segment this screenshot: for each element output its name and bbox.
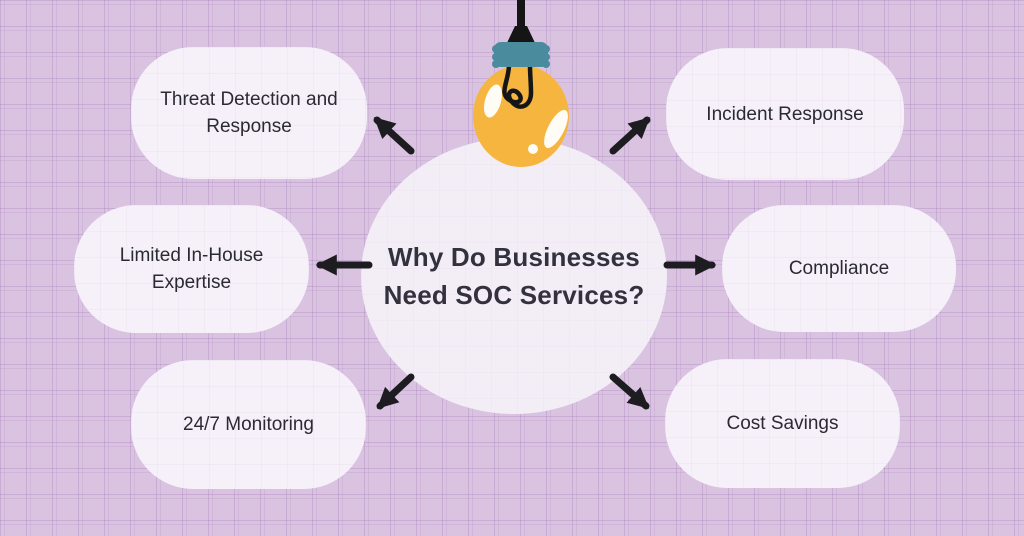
node-incident-response: Incident Response	[666, 48, 904, 180]
bulb-filament	[502, 63, 534, 109]
bulb-cord	[517, 0, 525, 38]
bulb-cord-flare	[506, 26, 536, 45]
bulb-highlight-left	[483, 84, 503, 118]
node-label: Compliance	[788, 258, 890, 279]
center-title-line1: Why Do Businesses	[388, 242, 640, 272]
arrow-to-threat-detection	[373, 116, 415, 155]
node-limited-expertise: Limited In-House Expertise	[74, 205, 309, 333]
node-label: Incident Response	[706, 103, 864, 125]
center-topic-circle: Why Do Businesses Need SOC Services?	[361, 138, 667, 414]
arrow-to-incident-response	[609, 116, 651, 155]
center-title-line2: Need SOC Services?	[383, 280, 645, 310]
arrow-to-monitoring	[376, 373, 415, 410]
node-threat-detection: Threat Detection and Response	[131, 47, 367, 179]
bulb-cap	[492, 42, 550, 68]
node-label: Limited In-House Expertise	[119, 245, 264, 293]
node-cost-savings: Cost Savings	[665, 359, 900, 488]
node-compliance: Compliance	[722, 205, 956, 332]
node-monitoring: 24/7 Monitoring	[131, 360, 366, 489]
node-label: 24/7 Monitoring	[183, 414, 314, 435]
node-label: Threat Detection and Response	[160, 89, 338, 137]
node-label: Cost Savings	[726, 413, 839, 434]
arrow-to-cost-savings	[609, 373, 650, 410]
